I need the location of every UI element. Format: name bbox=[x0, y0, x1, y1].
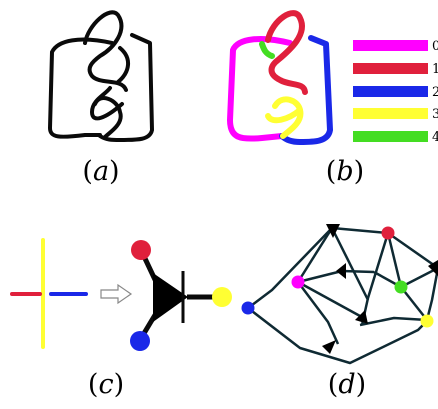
graph-edge-right-vert bbox=[425, 267, 438, 321]
legend-label-4: 4 bbox=[432, 130, 438, 145]
knot-arc-top bbox=[83, 10, 128, 92]
knot-arc-middle bbox=[93, 96, 123, 139]
panel-d-caption: (d) bbox=[328, 369, 366, 400]
strand-2-blue bbox=[279, 35, 333, 145]
knot-arc-right-loop bbox=[98, 33, 154, 142]
vertex-node-yellow bbox=[212, 287, 232, 307]
graph-edge-outer-bottom bbox=[247, 307, 429, 365]
legend-label-3: 3 bbox=[432, 107, 438, 122]
strand-1-red bbox=[265, 10, 308, 95]
vertex-triangle bbox=[153, 273, 188, 322]
graph-node-blue bbox=[241, 301, 255, 315]
panel-d-vertices bbox=[322, 224, 438, 354]
graph-edge-red-green bbox=[386, 232, 403, 288]
color-legend: 0 1 2 3 4 bbox=[353, 39, 438, 145]
vertex-node-red bbox=[131, 240, 151, 260]
graph-vertex-lower-mid bbox=[355, 310, 368, 324]
legend-swatch-3 bbox=[353, 108, 428, 119]
knot-arc-inner bbox=[116, 46, 130, 84]
graph-edge-magenta-right bbox=[297, 269, 375, 284]
graph-node-yellow bbox=[420, 314, 434, 328]
graph-node-green bbox=[394, 280, 408, 294]
legend-label-0: 0 bbox=[432, 39, 438, 54]
graph-edge-magenta-lower bbox=[297, 280, 361, 318]
panel-a-caption: (a) bbox=[82, 156, 119, 187]
knot-arc-lower bbox=[90, 86, 124, 121]
panel-d-nodes bbox=[241, 226, 434, 328]
legend-label-2: 2 bbox=[432, 85, 438, 100]
graph-node-red bbox=[381, 226, 395, 240]
graph-edge-left-diag bbox=[296, 227, 334, 283]
legend-swatch-0 bbox=[353, 40, 428, 51]
legend-swatch-1 bbox=[353, 63, 428, 74]
panel-b-knot bbox=[227, 10, 333, 145]
legend-label-1: 1 bbox=[432, 62, 438, 77]
graph-node-magenta bbox=[291, 275, 305, 289]
graph-edge-top-mid bbox=[330, 227, 370, 301]
legend-swatch-4 bbox=[353, 131, 428, 142]
panel-c-caption: (c) bbox=[88, 369, 124, 400]
strand-3-yellow-b bbox=[265, 107, 303, 124]
graph-edge-magenta-down bbox=[297, 281, 340, 345]
graph-vertex-center bbox=[336, 263, 346, 279]
panel-d-graph bbox=[247, 226, 438, 365]
graph-vertex-top bbox=[326, 224, 340, 238]
legend-swatch-2 bbox=[353, 86, 428, 97]
graph-vertex-right bbox=[428, 260, 438, 276]
panel-c-crossing bbox=[10, 238, 88, 349]
graph-vertex-bottom bbox=[322, 340, 336, 354]
strand-4-green bbox=[259, 41, 275, 59]
transform-arrow-icon bbox=[100, 283, 133, 305]
vertex-node-blue bbox=[130, 331, 150, 351]
graph-edge-mid-yellow bbox=[359, 316, 428, 327]
graph-edge-green-yellow bbox=[400, 286, 428, 321]
panel-c-vertex bbox=[130, 240, 232, 351]
panel-a-knot bbox=[48, 10, 154, 142]
panel-b-caption: (b) bbox=[326, 156, 364, 187]
